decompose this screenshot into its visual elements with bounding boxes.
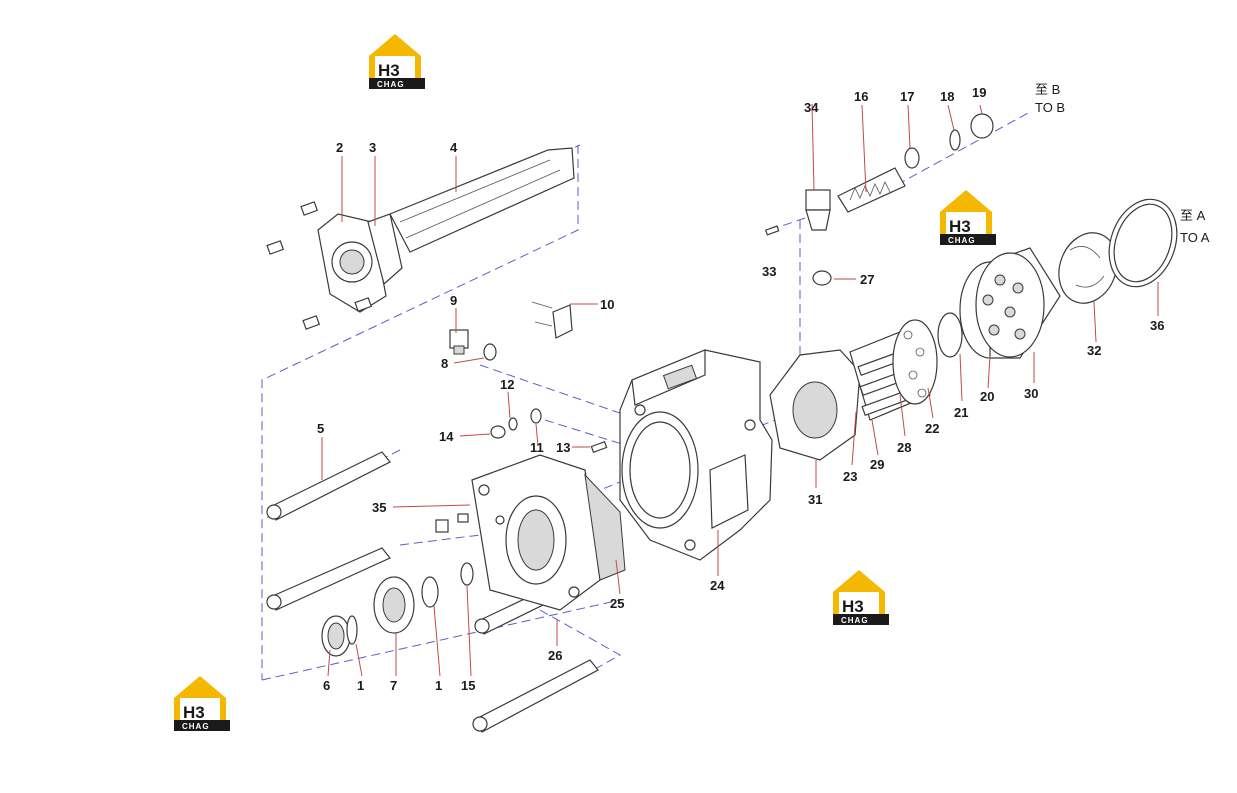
part-label-31: 31 xyxy=(808,492,822,507)
svg-text:CHAG: CHAG xyxy=(377,80,405,89)
part-label-15: 15 xyxy=(461,678,475,693)
valve-plate-and-seal xyxy=(1058,198,1178,304)
part-label-19: 19 xyxy=(972,85,986,100)
cylinder-block xyxy=(937,247,1061,359)
part-label-13: 13 xyxy=(556,440,570,455)
leader-lines xyxy=(321,103,1159,677)
svg-text:CHAG: CHAG xyxy=(182,722,210,731)
part-label-24: 24 xyxy=(710,578,725,593)
svg-text:H3: H3 xyxy=(183,703,205,722)
tie-bolts xyxy=(266,451,599,733)
part-label-27: 27 xyxy=(860,272,874,287)
shaft-assembly xyxy=(266,147,575,330)
part-label-26: 26 xyxy=(548,648,562,663)
part-label-16: 16 xyxy=(854,89,868,104)
part-label-23: 23 xyxy=(843,469,857,484)
note-to-a-en: TO A xyxy=(1180,230,1210,245)
part-label-35: 35 xyxy=(372,500,386,515)
part-label-33: 33 xyxy=(762,264,776,279)
end-cover xyxy=(471,454,626,611)
svg-text:CHAG: CHAG xyxy=(841,616,869,625)
small-fittings xyxy=(435,301,608,533)
brand-logo-center-right: H3 CHAG xyxy=(833,570,889,625)
part-label-2: 2 xyxy=(336,140,343,155)
part-label-7: 7 xyxy=(390,678,397,693)
part-label-25: 25 xyxy=(610,596,624,611)
part-label-21: 21 xyxy=(954,405,968,420)
note-to-b-en: TO B xyxy=(1035,100,1065,115)
note-to-a-cn: 至 A xyxy=(1180,208,1206,223)
part-label-22: 22 xyxy=(925,421,939,436)
swash-plate xyxy=(764,189,861,461)
part-label-17: 17 xyxy=(900,89,914,104)
part-label-1b: 1 xyxy=(435,678,442,693)
part-label-1a: 1 xyxy=(357,678,364,693)
part-label-10: 10 xyxy=(600,297,614,312)
svg-text:H3: H3 xyxy=(949,217,971,236)
part-label-6: 6 xyxy=(323,678,330,693)
part-label-3: 3 xyxy=(369,140,376,155)
part-label-34: 34 xyxy=(804,100,819,115)
brand-logo-top-left: H3 CHAG xyxy=(369,34,425,89)
part-number-labels: 2 3 4 5 6 1 7 1 15 9 8 10 12 14 11 13 35… xyxy=(317,85,1164,693)
part-label-9: 9 xyxy=(450,293,457,308)
regulator-spring-group xyxy=(837,113,994,213)
part-label-14: 14 xyxy=(439,429,454,444)
part-label-32: 32 xyxy=(1087,343,1101,358)
part-label-20: 20 xyxy=(980,389,994,404)
svg-text:H3: H3 xyxy=(378,61,400,80)
part-label-28: 28 xyxy=(897,440,911,455)
svg-text:H3: H3 xyxy=(842,597,864,616)
pump-housing xyxy=(619,349,773,561)
svg-text:CHAG: CHAG xyxy=(948,236,976,245)
direction-notes: 至 B TO B 至 A TO A xyxy=(1035,82,1210,245)
brand-logo-top-right: H3 CHAG xyxy=(940,190,996,245)
part-label-30: 30 xyxy=(1024,386,1038,401)
part-label-36: 36 xyxy=(1150,318,1164,333)
piston-group xyxy=(849,319,938,421)
brand-logo-bottom-left: H3 CHAG xyxy=(174,676,230,731)
part-label-18: 18 xyxy=(940,89,954,104)
part-label-8: 8 xyxy=(441,356,448,371)
part-label-11: 11 xyxy=(530,440,544,455)
part-label-5: 5 xyxy=(317,421,324,436)
note-to-b-cn: 至 B xyxy=(1035,82,1060,97)
part-label-4: 4 xyxy=(450,140,458,155)
bearings-and-rings xyxy=(321,562,474,657)
part-label-29: 29 xyxy=(870,457,884,472)
part-label-12: 12 xyxy=(500,377,514,392)
